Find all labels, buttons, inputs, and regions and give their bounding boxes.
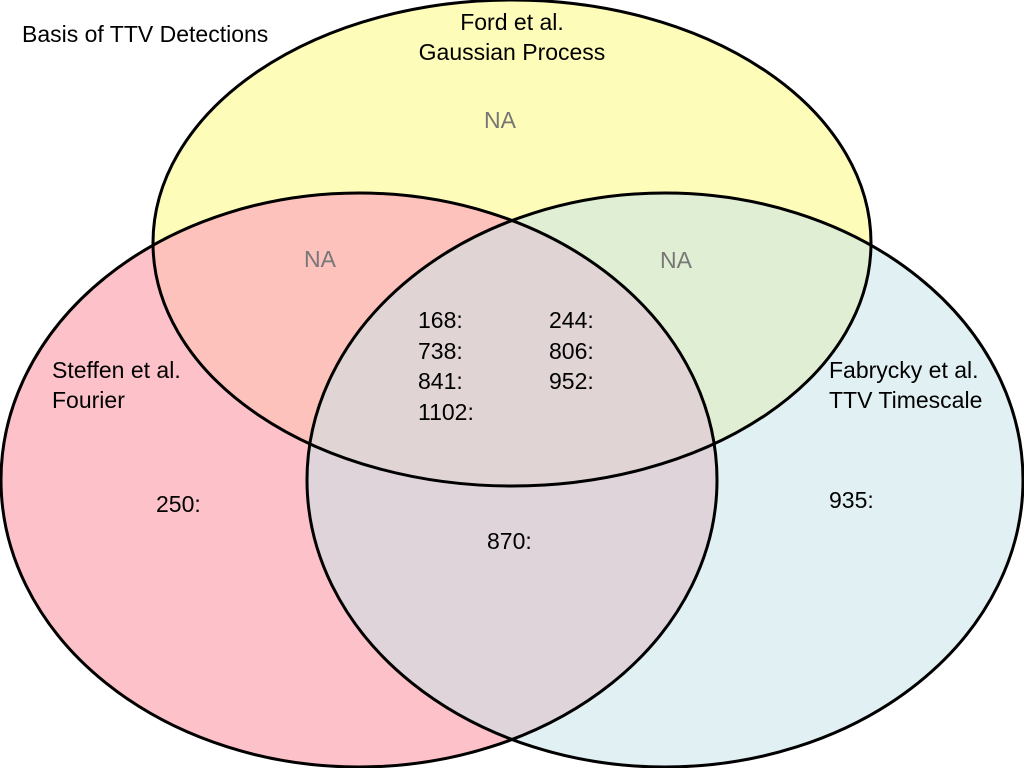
steffen-fabrycky-value: 870: <box>487 528 532 554</box>
ford-steffen-value: NA <box>304 246 337 272</box>
center-item: 244: <box>549 307 594 333</box>
ford-label-line1: Ford et al. <box>460 9 564 35</box>
ford-only-value: NA <box>484 107 517 133</box>
fabrycky-label-line1: Fabrycky et al. <box>829 357 979 383</box>
center-item: 952: <box>549 368 594 394</box>
steffen-only-value: 250: <box>156 491 201 517</box>
center-item: 1102: <box>418 399 474 425</box>
ford-label-line2: Gaussian Process <box>419 39 606 65</box>
fabrycky-label-line2: TTV Timescale <box>829 387 982 413</box>
ford-outline <box>151 0 873 488</box>
steffen-label-line1: Steffen et al. <box>52 357 181 383</box>
ford-fabrycky-value: NA <box>660 247 693 273</box>
fabrycky-outline <box>305 191 1024 768</box>
center-item: 806: <box>549 338 594 364</box>
steffen-outline <box>0 191 719 768</box>
center-item: 168: <box>418 307 463 333</box>
fabrycky-only-value: 935: <box>829 487 874 513</box>
fabrycky-ellipse <box>307 193 1023 767</box>
center-item: 841: <box>418 368 463 394</box>
diagram-title: Basis of TTV Detections <box>22 21 268 47</box>
center-item: 738: <box>418 338 463 364</box>
steffen-label-line2: Fourier <box>52 387 125 413</box>
